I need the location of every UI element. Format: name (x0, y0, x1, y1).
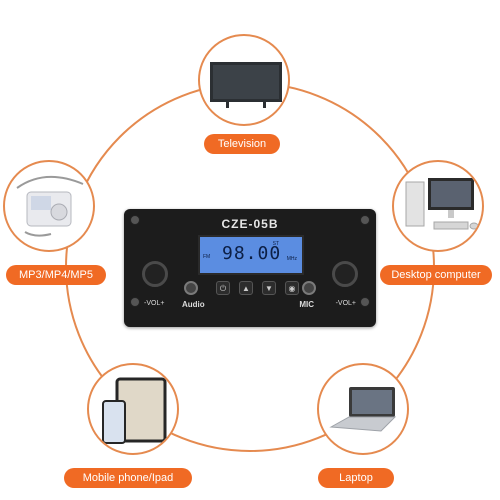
desktop-icon (405, 178, 479, 230)
tablet-phone-icon (102, 377, 167, 444)
lcd-unit: MHz (286, 256, 297, 262)
audio-jack[interactable] (184, 281, 198, 295)
television-icon (210, 62, 282, 108)
laptop-label: Laptop (318, 468, 394, 488)
desktop-circle (392, 160, 484, 252)
volume-knob-right[interactable] (332, 261, 358, 287)
lcd-frequency: 98.00 (222, 243, 282, 264)
lcd-st: ST (272, 241, 279, 247)
volume-knob-left[interactable] (142, 261, 168, 287)
laptop-icon (329, 387, 397, 432)
lcd-fm: FM (203, 254, 211, 260)
mp3-player-icon (16, 175, 84, 237)
screw (360, 297, 370, 307)
lcd-display: FM ST 98.00 MHz (198, 235, 304, 275)
desktop-label: Desktop computer (380, 265, 492, 285)
power-button[interactable]: ⏻ (216, 281, 230, 295)
menu-button[interactable]: ◉ (285, 281, 299, 295)
audio-label: Audio (182, 300, 205, 309)
fm-transmitter-device: CZE-05B FM ST 98.00 MHz ⏻ ▲ ▼ ◉ -VOL+ Au… (124, 209, 376, 327)
screw (130, 215, 140, 225)
mobile-label: Mobile phone/Ipad (64, 468, 192, 488)
laptop-circle (317, 363, 409, 455)
down-button[interactable]: ▼ (262, 281, 276, 295)
mobile-circle (87, 363, 179, 455)
mic-label: MIC (299, 300, 314, 309)
screw (360, 215, 370, 225)
television-circle (198, 34, 290, 126)
up-button[interactable]: ▲ (239, 281, 253, 295)
mic-jack[interactable] (302, 281, 316, 295)
mp3-player-circle (3, 160, 95, 252)
vol-right-label: -VOL+ (335, 300, 356, 307)
vol-left-label: -VOL+ (144, 300, 165, 307)
device-model: CZE-05B (221, 217, 279, 231)
mp3-label: MP3/MP4/MP5 (6, 265, 106, 285)
screw (130, 297, 140, 307)
television-label: Television (204, 134, 280, 154)
